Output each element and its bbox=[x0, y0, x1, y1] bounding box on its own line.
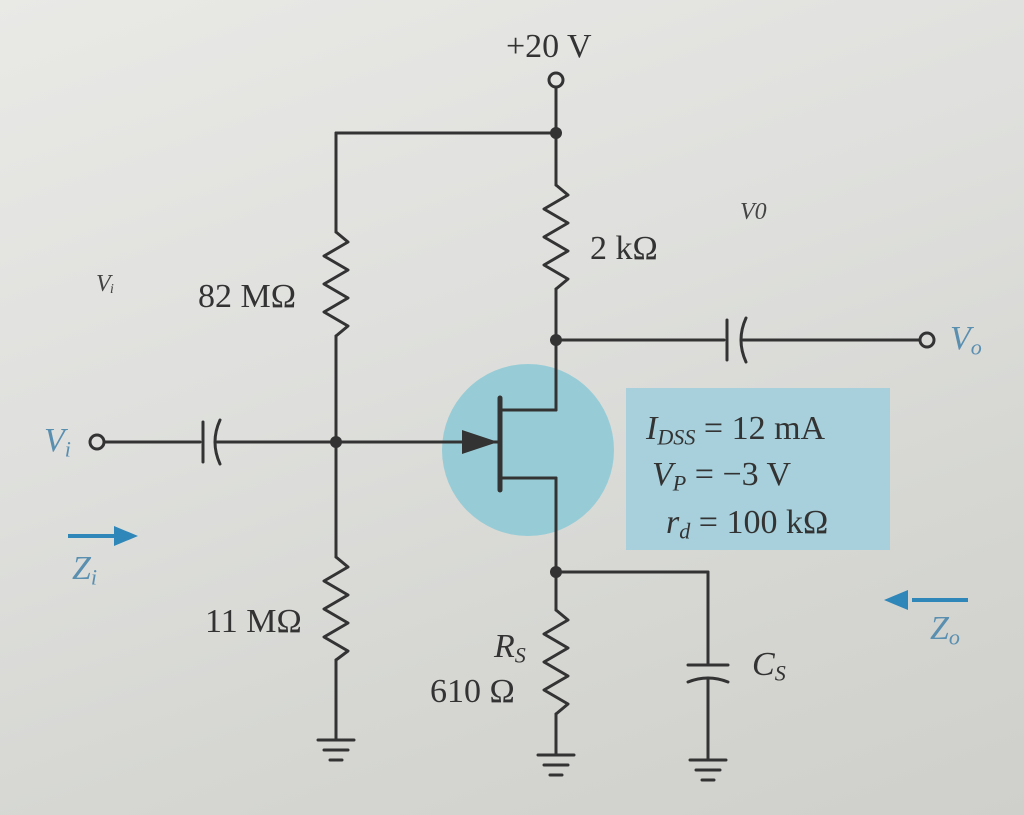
vo-symbol: V bbox=[950, 320, 971, 357]
rd-label: 2 kΩ bbox=[590, 230, 658, 267]
vi-symbol: V bbox=[44, 422, 65, 459]
zi-arrow-head bbox=[114, 526, 138, 546]
junction-dot bbox=[550, 127, 562, 139]
zi-subscript: i bbox=[90, 564, 98, 590]
zo-label: Zo bbox=[930, 612, 960, 649]
rs-symbol: R bbox=[494, 628, 515, 665]
junction-dot bbox=[550, 334, 562, 346]
vo-label: Vo bbox=[950, 322, 982, 359]
input-cap-plate-right bbox=[213, 418, 222, 466]
cs-subscript: S bbox=[774, 660, 786, 686]
rs-name-label: RS bbox=[494, 630, 526, 667]
supply-terminal bbox=[547, 71, 565, 89]
zo-symbol: Z bbox=[930, 610, 949, 647]
zo-arrow-head bbox=[884, 590, 908, 610]
vp-symbol: V bbox=[652, 456, 673, 493]
cs-label: CS bbox=[752, 648, 786, 685]
handwritten-vi-note: Vᵢ bbox=[96, 271, 115, 297]
r2-resistor-symbol bbox=[322, 555, 350, 662]
vi-label: Vi bbox=[44, 424, 71, 461]
vp-subscript: P bbox=[672, 470, 687, 496]
rs-subscript: S bbox=[514, 642, 526, 668]
rd-param-value: = 100 kΩ bbox=[690, 504, 829, 541]
zi-symbol: Z bbox=[72, 550, 91, 587]
r2-label: 11 MΩ bbox=[205, 603, 302, 640]
r1-label: 82 MΩ bbox=[198, 278, 296, 315]
vp-line: VP = −3 V bbox=[652, 456, 791, 497]
jfet-parameter-box: IDSS = 12 mA VP = −3 V rd = 100 kΩ bbox=[626, 388, 890, 550]
cs-symbol: C bbox=[752, 646, 775, 683]
vi-terminal bbox=[88, 433, 106, 451]
gate-arrow bbox=[462, 430, 498, 454]
junction-dot bbox=[330, 436, 342, 448]
rs-resistor-symbol bbox=[542, 608, 570, 716]
idss-line: IDSS = 12 mA bbox=[646, 410, 825, 451]
idss-subscript: DSS bbox=[657, 424, 696, 450]
rs-value-label: 610 Ω bbox=[430, 673, 515, 710]
rd-param-subscript: d bbox=[679, 518, 691, 544]
rd-param-symbol: r bbox=[666, 504, 680, 541]
vi-subscript: i bbox=[64, 436, 71, 462]
vo-terminal bbox=[918, 331, 936, 349]
supply-label: +20 V bbox=[506, 28, 592, 65]
zo-subscript: o bbox=[948, 624, 960, 650]
rd-param-line: rd = 100 kΩ bbox=[666, 504, 828, 545]
vp-value: = −3 V bbox=[686, 456, 792, 493]
r1-resistor-symbol bbox=[322, 230, 350, 338]
vo-subscript: o bbox=[970, 334, 982, 360]
idss-value: = 12 mA bbox=[695, 410, 826, 447]
handwritten-vo-note: V0 bbox=[740, 199, 767, 225]
junction-dot bbox=[550, 566, 562, 578]
rd-resistor-symbol bbox=[542, 183, 570, 291]
output-cap-plate-right bbox=[739, 316, 748, 364]
idss-symbol: I bbox=[646, 410, 658, 447]
zi-label: Zi bbox=[72, 552, 97, 589]
